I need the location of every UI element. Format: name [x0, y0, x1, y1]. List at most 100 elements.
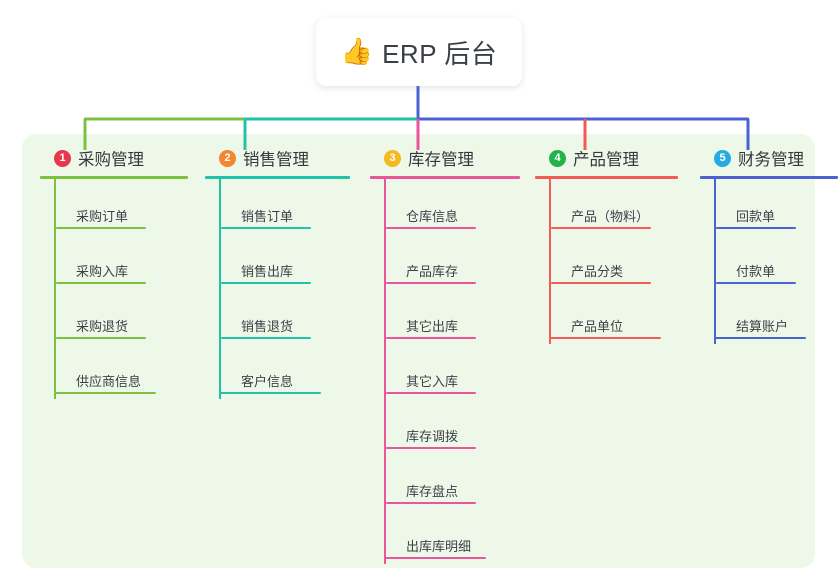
- child-node-underline: [551, 227, 651, 229]
- child-node-underline: [549, 337, 661, 339]
- branch-number-badge: 2: [219, 149, 236, 167]
- child-node[interactable]: 结算账户: [714, 289, 838, 344]
- child-node-label: 仓库信息: [406, 209, 459, 224]
- child-node[interactable]: 产品（物料）: [549, 179, 678, 234]
- child-node-label: 库存盘点: [406, 484, 459, 499]
- branch-title: 销售管理: [243, 151, 309, 169]
- child-node[interactable]: 产品分类: [549, 234, 678, 289]
- child-node-underline: [386, 392, 476, 394]
- branch-children: 仓库信息产品库存其它出库其它入库库存调拨库存盘点出库库明细: [384, 179, 520, 564]
- branch-children: 采购订单采购入库采购退货供应商信息: [54, 179, 188, 399]
- branch-header-4[interactable]: 4 产品管理: [535, 146, 678, 170]
- child-node-underline: [714, 337, 806, 339]
- branch-underline: [535, 176, 678, 179]
- child-node[interactable]: 销售出库: [219, 234, 350, 289]
- child-node-underline: [221, 227, 311, 229]
- child-node[interactable]: 其它出库: [384, 289, 520, 344]
- child-node-label: 销售退货: [241, 319, 294, 334]
- child-node[interactable]: 库存盘点: [384, 454, 520, 509]
- child-node[interactable]: 出库库明细: [384, 509, 520, 564]
- child-node-label: 结算账户: [736, 319, 789, 334]
- root-node-label: ERP 后台: [382, 38, 498, 69]
- child-node-underline: [56, 337, 146, 339]
- branch-underline: [205, 176, 350, 179]
- child-node-underline: [551, 282, 651, 284]
- child-node-underline: [386, 337, 476, 339]
- child-node[interactable]: 采购退货: [54, 289, 188, 344]
- branch-header-1[interactable]: 1 采购管理: [40, 146, 188, 170]
- branch-title: 产品管理: [573, 151, 639, 169]
- branch-number-badge: 3: [384, 149, 401, 167]
- child-node[interactable]: 销售退货: [219, 289, 350, 344]
- branch-spine: [384, 179, 386, 564]
- branch-spine: [714, 179, 716, 344]
- branch-1: 1 采购管理采购订单采购入库采购退货供应商信息: [40, 146, 188, 399]
- child-node[interactable]: 产品库存: [384, 234, 520, 289]
- child-node-underline: [56, 282, 146, 284]
- branch-2: 2 销售管理销售订单销售出库销售退货客户信息: [205, 146, 350, 399]
- child-node-label: 产品分类: [571, 264, 624, 279]
- child-node[interactable]: 采购入库: [54, 234, 188, 289]
- branch-underline: [700, 176, 838, 179]
- child-node-label: 销售出库: [241, 264, 294, 279]
- child-node-underline: [386, 447, 476, 449]
- branch-number-badge: 5: [714, 149, 731, 167]
- child-node-label: 付款单: [736, 264, 776, 279]
- child-node-underline: [716, 282, 796, 284]
- child-node[interactable]: 供应商信息: [54, 344, 188, 399]
- branch-title: 采购管理: [78, 151, 144, 169]
- child-node-label: 出库库明细: [406, 539, 472, 554]
- branch-title: 财务管理: [738, 151, 804, 169]
- child-node[interactable]: 采购订单: [54, 179, 188, 234]
- child-node[interactable]: 库存调拨: [384, 399, 520, 454]
- branch-number-badge: 4: [549, 149, 566, 167]
- child-node-underline: [221, 282, 311, 284]
- child-node-underline: [54, 392, 156, 394]
- child-node-underline: [219, 392, 321, 394]
- child-node-underline: [56, 227, 146, 229]
- branch-underline: [370, 176, 520, 179]
- child-node[interactable]: 产品单位: [549, 289, 678, 344]
- branch-spine: [54, 179, 56, 399]
- branch-spine: [549, 179, 551, 344]
- child-node[interactable]: 客户信息: [219, 344, 350, 399]
- branch-children: 产品（物料） 产品分类产品单位: [549, 179, 678, 344]
- child-node-label: 库存调拨: [406, 429, 459, 444]
- child-node-label: 销售订单: [241, 209, 294, 224]
- root-node[interactable]: 👍 ERP 后台: [316, 18, 522, 86]
- branch-header-2[interactable]: 2 销售管理: [205, 146, 350, 170]
- child-node[interactable]: 仓库信息: [384, 179, 520, 234]
- child-node[interactable]: 其它入库: [384, 344, 520, 399]
- child-node-label: 其它出库: [406, 319, 459, 334]
- child-node-label: 客户信息: [241, 374, 294, 389]
- child-node-label: 采购退货: [76, 319, 129, 334]
- child-node-underline: [386, 282, 476, 284]
- child-node-label: 回款单: [736, 209, 776, 224]
- child-node[interactable]: 付款单: [714, 234, 838, 289]
- child-node-label: 产品（物料）: [571, 209, 650, 224]
- child-node-underline: [386, 227, 476, 229]
- branch-children: 销售订单销售出库销售退货客户信息: [219, 179, 350, 399]
- diagram-background-panel: [22, 134, 815, 568]
- branch-number-badge: 1: [54, 149, 71, 167]
- child-node[interactable]: 销售订单: [219, 179, 350, 234]
- child-node-underline: [386, 502, 476, 504]
- thumbs-up-icon: 👍: [340, 36, 374, 66]
- branch-children: 回款单付款单结算账户: [714, 179, 838, 344]
- child-node-underline: [384, 557, 486, 559]
- child-node-label: 供应商信息: [76, 374, 142, 389]
- child-node-label: 其它入库: [406, 374, 459, 389]
- branch-header-5[interactable]: 5 财务管理: [700, 146, 838, 170]
- child-node-label: 产品库存: [406, 264, 459, 279]
- child-node-label: 采购订单: [76, 209, 129, 224]
- child-node-underline: [716, 227, 796, 229]
- child-node-underline: [221, 337, 311, 339]
- child-node-label: 采购入库: [76, 264, 129, 279]
- branch-spine: [219, 179, 221, 399]
- branch-5: 5 财务管理回款单付款单结算账户: [700, 146, 838, 344]
- branch-underline: [40, 176, 188, 179]
- child-node[interactable]: 回款单: [714, 179, 838, 234]
